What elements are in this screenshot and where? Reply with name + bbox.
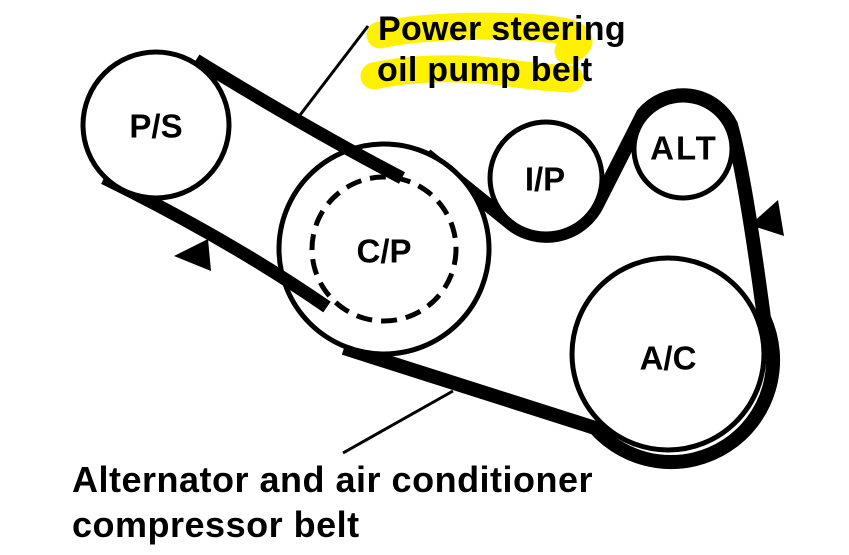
power-steering-belt-upper-run xyxy=(192,54,406,184)
leader-line-compressor-belt xyxy=(342,389,454,455)
tension-check-arrow-left-icon xyxy=(174,239,211,271)
pulley-label-ip: I/P xyxy=(525,161,565,198)
label-power-steering-line1: Power steering xyxy=(378,10,626,48)
pulley-label-ps: P/S xyxy=(129,108,182,145)
crankshaft-pulley-inner-groove xyxy=(309,174,459,324)
label-power-steering-line2: oil pump belt xyxy=(377,51,592,89)
tension-check-arrow-right-icon xyxy=(750,200,784,236)
label-compressor-belt-line1: Alternator and air conditioner xyxy=(72,459,593,500)
pulley-label-cp: C/P xyxy=(356,233,411,270)
pulley-label-alt: ALT xyxy=(650,130,718,167)
leader-line-power-steering-belt xyxy=(295,25,370,120)
alternator-pulley xyxy=(631,97,735,201)
pulley-label-ac: A/C xyxy=(640,340,697,377)
idler-pulley xyxy=(487,119,605,237)
highlight-stroke-line1 xyxy=(366,12,593,65)
highlight-stroke-line2 xyxy=(360,55,584,93)
label-compressor-belt-line2: compressor belt xyxy=(72,504,360,545)
ac-compressor-pulley xyxy=(569,255,767,453)
power-steering-pump-pulley xyxy=(80,49,232,201)
